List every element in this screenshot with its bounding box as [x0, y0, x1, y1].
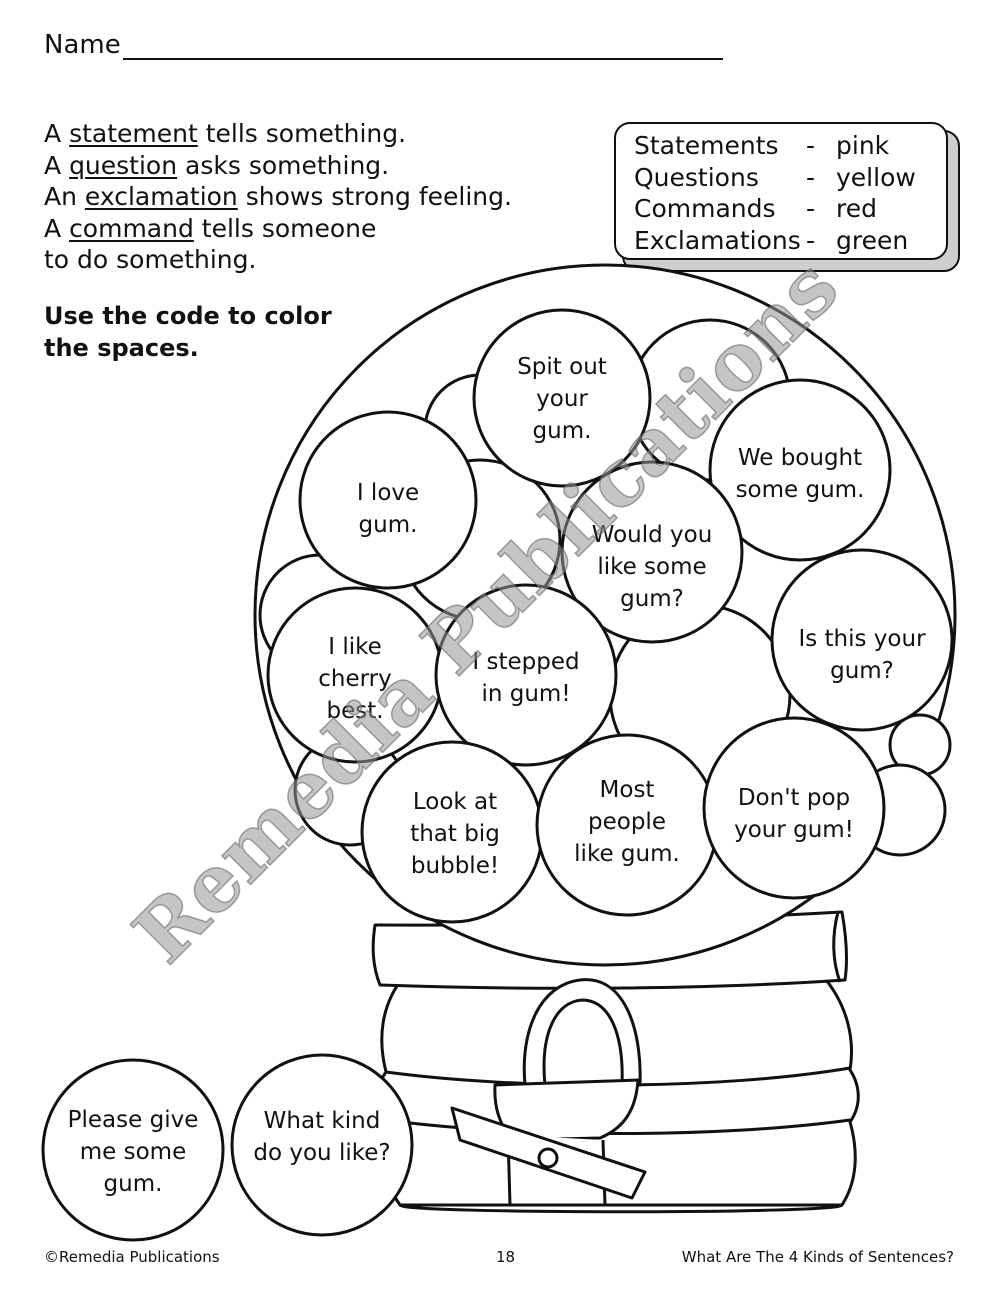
svg-text:Please give: Please give [68, 1107, 199, 1133]
svg-text:gum.: gum. [104, 1171, 163, 1197]
gumball-most-people[interactable]: Most people like gum. [535, 733, 719, 917]
term-exclamation: exclamation [84, 182, 238, 211]
svg-text:bubble!: bubble! [411, 853, 499, 879]
svg-text:like some: like some [597, 554, 706, 580]
svg-text:your: your [536, 386, 588, 412]
svg-text:I love: I love [357, 480, 419, 506]
gumball-spit-out[interactable]: Spit out your gum. [472, 308, 652, 488]
svg-text:in gum!: in gum! [481, 681, 570, 707]
definition-exclamation: An exclamation shows strong feeling. [44, 182, 512, 211]
svg-text:I stepped: I stepped [472, 649, 579, 675]
svg-text:Most: Most [600, 777, 655, 803]
svg-text:Look at: Look at [413, 789, 497, 815]
term-command: command [69, 213, 194, 243]
key-row-commands: Commands-red [634, 194, 877, 223]
color-key: Statements-pink Questions-yellow Command… [614, 122, 948, 260]
svg-text:some gum.: some gum. [736, 477, 865, 503]
svg-text:Spit out: Spit out [517, 354, 607, 380]
term-question: question [69, 150, 178, 180]
definition-statement: A statement tells something. [44, 119, 407, 148]
gumball-we-bought[interactable]: We bought some gum. [708, 378, 892, 562]
name-line[interactable] [122, 34, 723, 60]
gumball-what-kind[interactable]: What kind do you like? [230, 1053, 414, 1237]
instruction: Use the code to color the spaces. [44, 302, 332, 362]
svg-text:that big: that big [410, 821, 500, 847]
svg-text:We bought: We bought [738, 445, 862, 471]
gumball-is-this-your[interactable]: Is this your gum? [770, 548, 954, 732]
gumball-would-you[interactable]: Would you like some gum? [560, 460, 744, 644]
gumball-i-stepped[interactable]: I stepped in gum! [434, 583, 618, 767]
svg-text:Don't pop: Don't pop [738, 785, 850, 811]
svg-text:cherry: cherry [318, 666, 392, 692]
key-row-exclamations: Exclamations-green [634, 225, 909, 255]
term-statement: statement [69, 119, 198, 148]
footer-page-number: 18 [496, 1248, 516, 1266]
footer-copyright: ©Remedia Publications [44, 1248, 220, 1266]
svg-text:gum?: gum? [830, 658, 894, 684]
svg-text:What kind: What kind [264, 1108, 381, 1134]
definitions: A statement tells something. A question … [44, 118, 512, 276]
definition-command-cont: to do something. [44, 245, 257, 274]
svg-text:Would you: Would you [592, 522, 713, 548]
footer-book-title: What Are The 4 Kinds of Sentences? [681, 1248, 954, 1266]
svg-text:best.: best. [326, 698, 383, 724]
svg-text:like gum.: like gum. [574, 841, 680, 867]
key-row-statements: Statements-pink [634, 131, 890, 160]
definition-command: A command tells someone [44, 213, 377, 243]
gumball-look-at[interactable]: Look at that big bubble! [360, 740, 544, 924]
svg-text:people: people [588, 809, 666, 835]
svg-text:gum.: gum. [359, 512, 418, 538]
gumball-dont-pop[interactable]: Don't pop your gum! [702, 716, 886, 900]
definition-question: A question asks something. [44, 150, 390, 180]
svg-text:gum?: gum? [620, 586, 684, 612]
name-field[interactable]: Name [44, 30, 723, 60]
svg-text:I like: I like [328, 634, 382, 660]
key-row-questions: Questions-yellow [634, 162, 916, 192]
coin-slot-handle [450, 978, 647, 1207]
gumball-please-give[interactable]: Please give me some gum. [41, 1058, 225, 1242]
svg-text:Is this your: Is this your [798, 626, 926, 652]
svg-text:me some: me some [80, 1139, 186, 1165]
svg-text:do you like?: do you like? [253, 1140, 390, 1166]
watermark-text: Remedia Publications [117, 242, 856, 981]
gumball-i-love-gum[interactable]: I love gum. [298, 410, 478, 590]
svg-text:your gum!: your gum! [734, 817, 854, 843]
svg-text:gum.: gum. [533, 418, 592, 444]
name-label: Name [44, 30, 121, 60]
